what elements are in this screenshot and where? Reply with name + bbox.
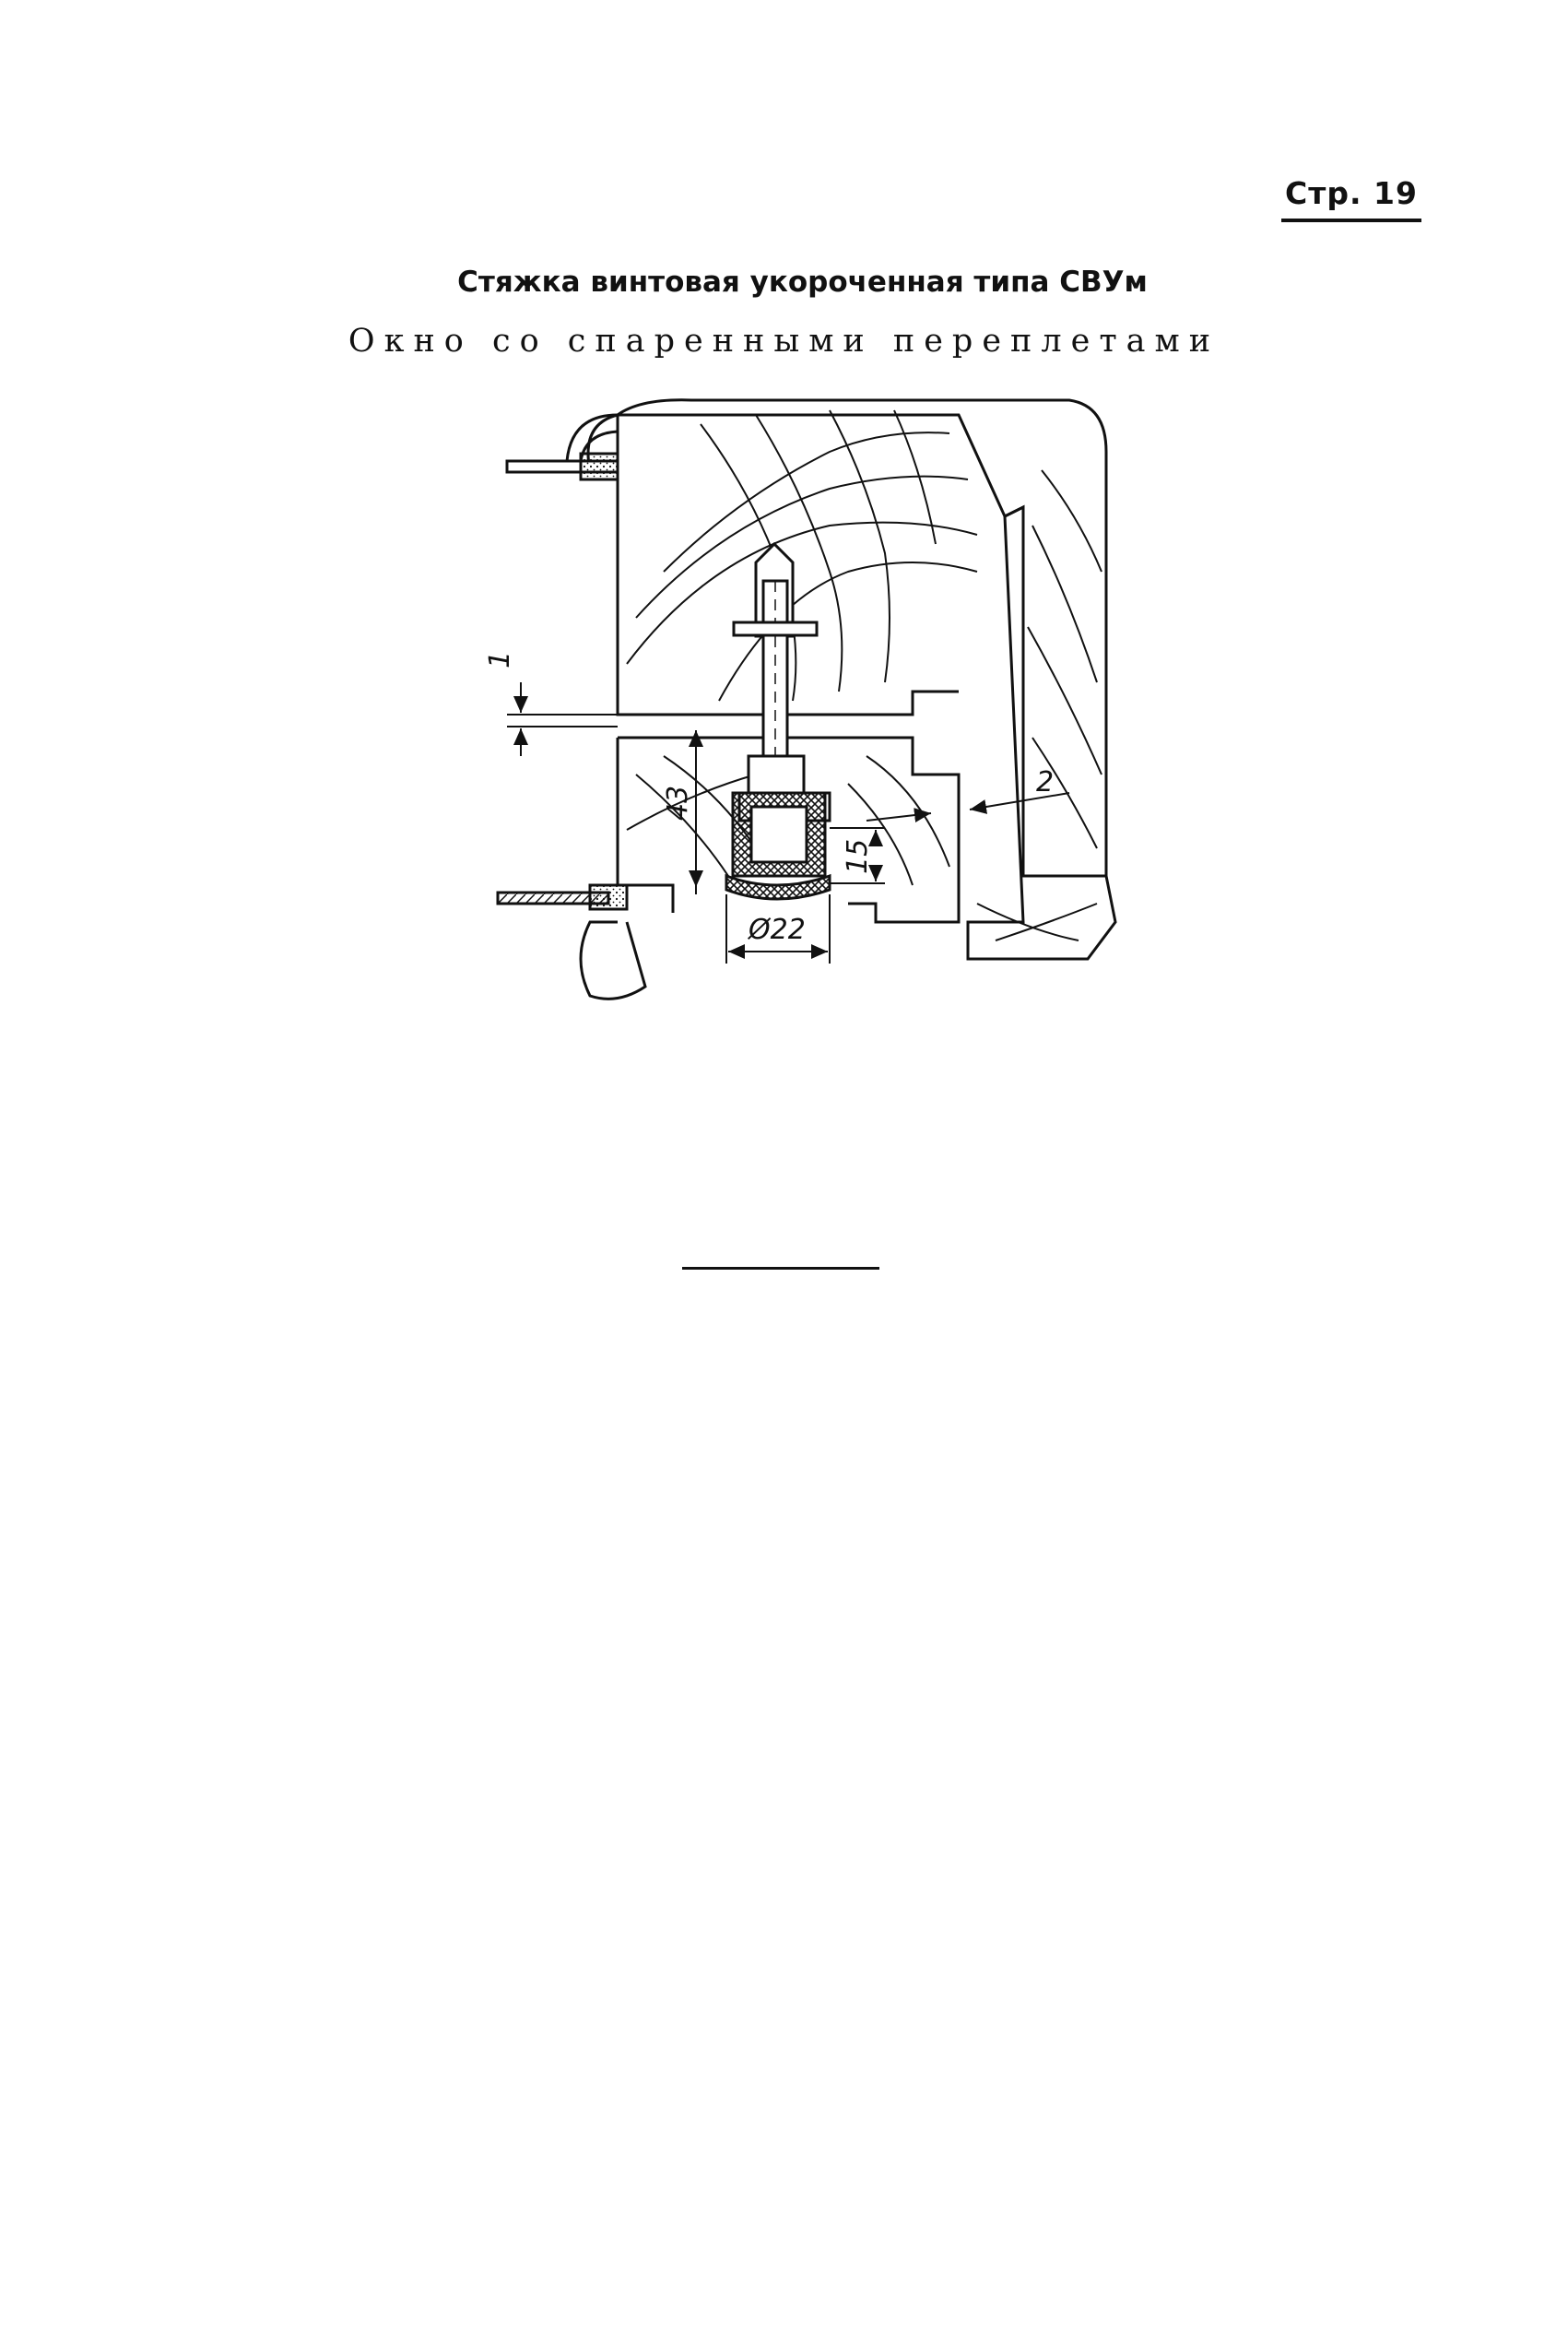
dimension-15 (830, 827, 885, 884)
technical-drawing: 1 43 15 Ø22 2 (484, 398, 1117, 1000)
end-rule (682, 1267, 879, 1270)
leader-2 (866, 792, 1070, 822)
glazing-beads (565, 413, 647, 1000)
cap-nut (725, 791, 831, 901)
dimension-label-diameter: Ø22 (747, 914, 806, 946)
lower-sash (616, 736, 961, 924)
document-title: Стяжка винтовая укороченная типа СВУм (457, 266, 1148, 299)
glass-panes (496, 452, 629, 911)
dimension-label-43: 43 (662, 786, 694, 821)
dimension-diameter (725, 894, 831, 964)
right-sash (966, 504, 1117, 961)
dimension-label-15: 15 (842, 839, 874, 874)
wood-grain (626, 409, 1102, 941)
dimension-1 (507, 682, 618, 756)
screw-assembly (732, 541, 831, 822)
leader-label-2: 2 (1036, 766, 1054, 798)
page-number: Стр. 19 (1281, 175, 1421, 222)
dimension-label-1: 1 (484, 651, 516, 668)
document-subtitle: Окно со спаренными переплетами (348, 323, 1220, 360)
